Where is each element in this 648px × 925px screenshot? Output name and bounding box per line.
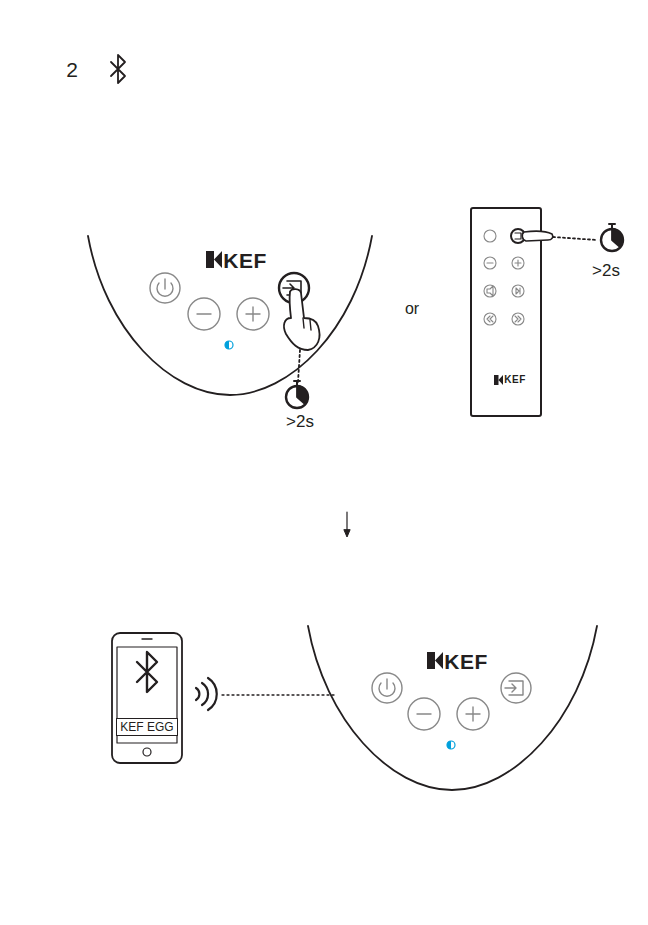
or-text: or xyxy=(405,301,419,317)
hold-time: >2s xyxy=(592,262,620,279)
device-name-box: KEF EGG xyxy=(116,718,178,736)
device-name: KEF EGG xyxy=(120,721,173,733)
brand-logo: KEF xyxy=(504,375,526,385)
step-number: 2 xyxy=(66,59,78,80)
hold-time: >2s xyxy=(286,413,314,430)
brand-logo: KEF xyxy=(223,250,267,271)
brand-logo: KEF xyxy=(444,651,488,672)
